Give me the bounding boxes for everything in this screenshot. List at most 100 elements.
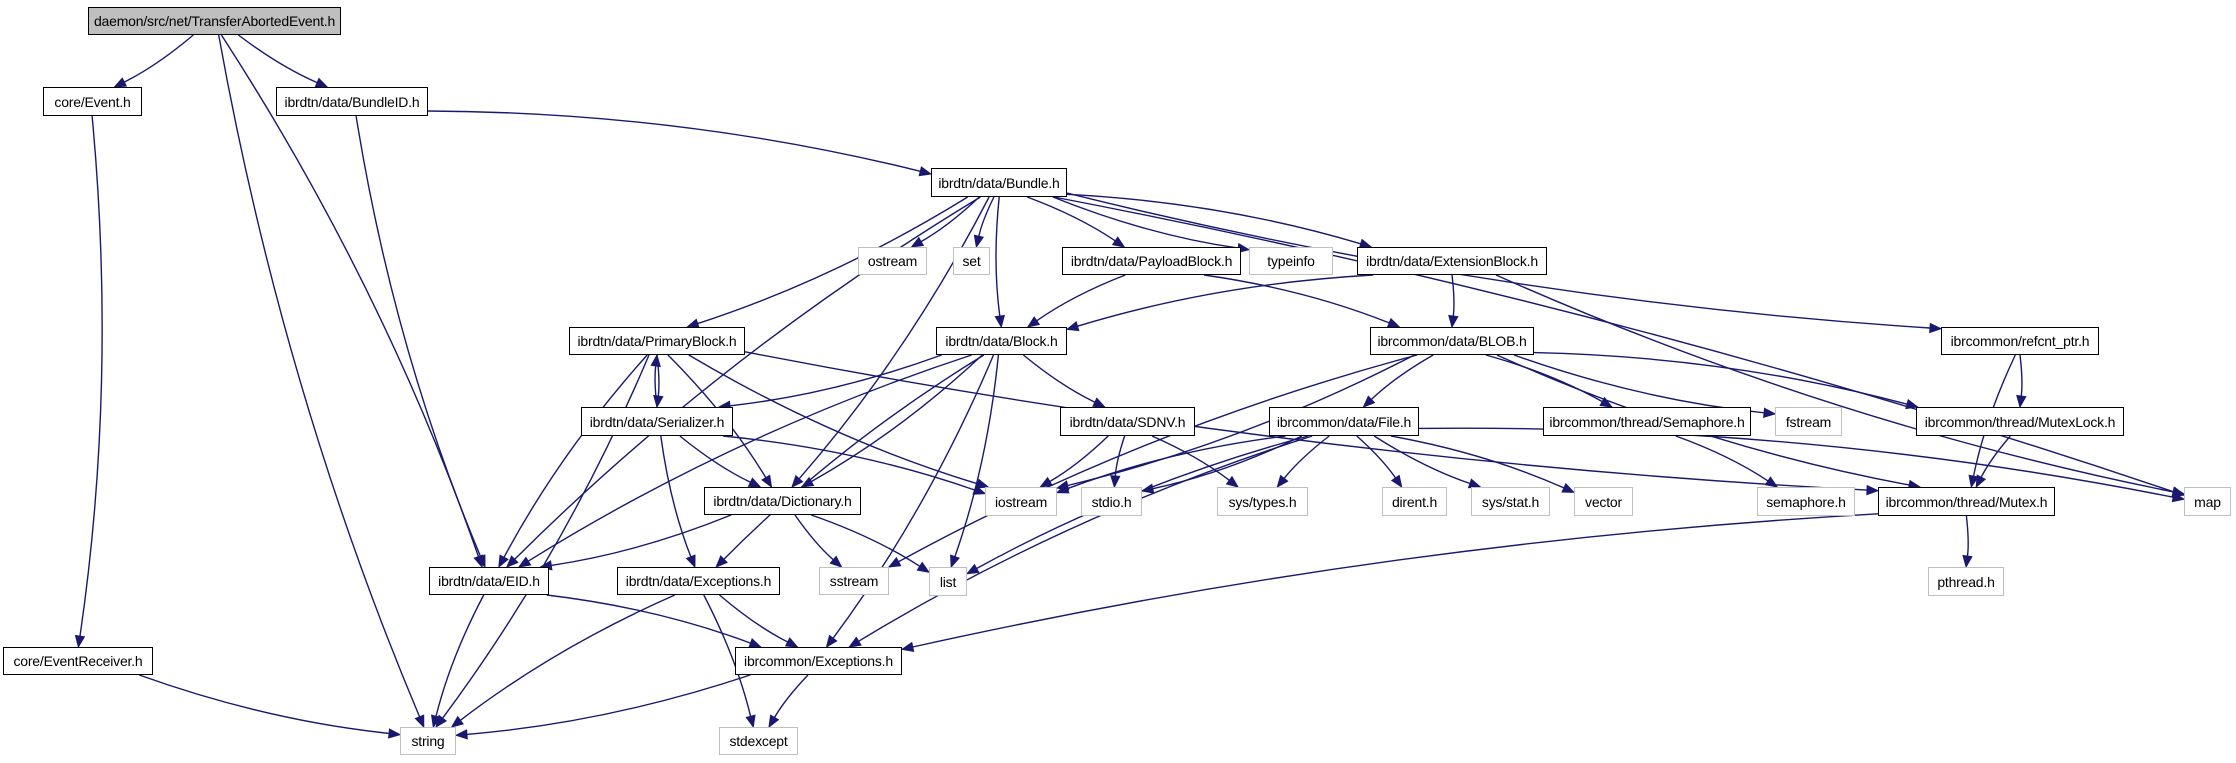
edge-bundle-to-eid	[514, 196, 981, 560]
edge-blob-to-semaphore	[1485, 354, 1603, 403]
arrowhead-icon	[918, 166, 933, 177]
node-typeinfo: typeinfo	[1249, 247, 1333, 275]
node-eventreceiver[interactable]: core/EventReceiver.h	[3, 647, 153, 675]
node-bundleid[interactable]: ibrdtn/data/BundleID.h	[276, 87, 428, 116]
arrowhead-icon	[715, 555, 728, 568]
edge-sdnv-to-stdio	[1114, 435, 1126, 477]
edge-blob-to-sstream	[898, 354, 1418, 563]
edge-commonexceptions-to-string	[466, 674, 751, 736]
edge-mutex-to-pthread	[1965, 515, 1969, 557]
node-ostream: ostream	[858, 247, 927, 275]
edge-serializer-to-primaryblock	[654, 365, 658, 408]
edge-file-to-map	[1418, 427, 2174, 498]
edge-root-to-string	[218, 34, 421, 718]
arrowhead-icon	[1905, 398, 1919, 410]
arrowhead-icon	[887, 556, 902, 568]
edge-file-to-systypes	[1283, 435, 1330, 479]
arrowhead-icon	[975, 478, 990, 489]
edge-serializer-to-iostream	[722, 435, 975, 491]
edge-dataexceptions-to-stdexcept	[703, 594, 752, 717]
arrowhead-icon	[900, 641, 915, 653]
edge-payloadblock-to-block	[1036, 274, 1126, 322]
node-serializer[interactable]: ibrdtn/data/Serializer.h	[581, 407, 733, 436]
arrowhead-icon	[454, 729, 468, 740]
arrowhead-icon	[1386, 317, 1401, 328]
node-sdnv[interactable]: ibrdtn/data/SDNV.h	[1060, 407, 1195, 436]
arrowhead-icon	[910, 236, 925, 248]
node-extensionblock[interactable]: ibrdtn/data/ExtensionBlock.h	[1357, 247, 1547, 275]
node-bundle[interactable]: ibrdtn/data/Bundle.h	[931, 168, 1067, 197]
node-file[interactable]: ibrcommon/data/File.h	[1269, 407, 1419, 436]
arrowhead-icon	[747, 477, 762, 488]
edge-sdnv-to-systypes	[1151, 435, 1230, 481]
arrowhead-icon	[916, 561, 931, 574]
edge-bundleid-to-eid	[355, 115, 482, 558]
edge-payloadblock-to-blob	[1204, 274, 1390, 324]
node-dirent: dirent.h	[1382, 487, 1447, 516]
edge-serializer-to-dataexceptions	[660, 435, 692, 558]
arrowhead-icon	[1276, 474, 1289, 489]
arrowhead-icon	[1448, 314, 1459, 329]
node-blob[interactable]: ibrcommon/data/BLOB.h	[1370, 327, 1534, 355]
arrowhead-icon	[1362, 395, 1376, 408]
edge-bundle-to-typeinfo	[1052, 196, 1239, 249]
edge-bundleid-to-bundle	[427, 110, 921, 172]
arrowhead-icon	[825, 634, 838, 649]
edge-bundle-to-refcnt	[1066, 192, 1931, 329]
edge-file-to-sysstat	[1373, 435, 1471, 485]
node-systypes: sys/types.h	[1217, 487, 1308, 516]
node-commonexceptions[interactable]: ibrcommon/Exceptions.h	[735, 647, 902, 675]
edge-dataexceptions-to-string	[459, 594, 676, 721]
edge-bundle-to-extensionblock	[1066, 193, 1361, 245]
edge-primaryblock-to-mutex	[744, 351, 1868, 491]
arrowhead-icon	[745, 714, 756, 729]
arrowhead-icon	[1975, 474, 1987, 489]
node-refcnt[interactable]: ibrcommon/refcnt_ptr.h	[1941, 327, 2099, 355]
arrowhead-icon	[761, 474, 773, 489]
node-root[interactable]: daemon/src/net/TransferAbortedEvent.h	[88, 7, 341, 35]
node-eid[interactable]: ibrdtn/data/EID.h	[429, 567, 549, 595]
node-fstream: fstream	[1775, 407, 1842, 436]
arrowhead-icon	[848, 636, 862, 648]
node-dictionary[interactable]: ibrdtn/data/Dictionary.h	[704, 487, 861, 515]
edge-root-to-event	[123, 34, 194, 83]
edge-extensionblock-to-blob	[1451, 274, 1455, 317]
edge-file-to-dirent	[1356, 435, 1397, 479]
arrowhead-icon	[1055, 483, 1070, 494]
arrowhead-icon	[791, 474, 804, 488]
edge-bundle-to-set	[978, 196, 995, 237]
edge-block-to-sdnv	[1022, 354, 1096, 403]
edge-semaphore-to-semaphore_h	[1675, 435, 1769, 482]
arrowhead-icon	[2171, 491, 2186, 503]
node-mutexlock[interactable]: ibrcommon/thread/MutexLock.h	[1916, 407, 2124, 436]
node-primaryblock[interactable]: ibrdtn/data/PrimaryBlock.h	[569, 327, 745, 355]
edge-blob-to-mutexlock	[1533, 351, 1908, 405]
arrowhead-icon	[475, 554, 486, 569]
arrowhead-icon	[1764, 476, 1779, 488]
edge-blob-to-file	[1370, 354, 1434, 400]
node-dataexceptions[interactable]: ibrdtn/data/Exceptions.h	[617, 567, 780, 595]
edge-file-to-vector	[1390, 435, 1565, 489]
edge-eid-to-string	[435, 594, 485, 717]
edge-event-to-eventreceiver	[79, 115, 103, 637]
edge-block-to-dataexceptions	[723, 354, 985, 560]
arrowhead-icon	[1929, 322, 1943, 334]
edge-refcnt-to-mutexlock	[2019, 354, 2023, 397]
node-semaphore[interactable]: ibrcommon/thread/Semaphore.h	[1543, 407, 1751, 436]
node-event[interactable]: core/Event.h	[43, 87, 142, 116]
arrowhead-icon	[1039, 476, 1053, 488]
arrowhead-icon	[430, 714, 442, 729]
edge-mutexlock-to-mutex	[1980, 435, 2011, 478]
node-payloadblock[interactable]: ibrdtn/data/PayloadBlock.h	[1062, 247, 1241, 275]
node-mutex[interactable]: ibrcommon/thread/Mutex.h	[1878, 487, 2055, 516]
edge-block-to-commonexceptions	[832, 354, 995, 639]
edge-bundle-to-map	[1053, 196, 2174, 493]
edge-dataexceptions-to-commonexceptions	[719, 594, 789, 643]
node-sysstat: sys/stat.h	[1471, 487, 1550, 516]
edge-extensionblock-to-map	[1495, 274, 2174, 493]
node-stdexcept: stdexcept	[719, 727, 798, 755]
node-block[interactable]: ibrdtn/data/Block.h	[936, 327, 1067, 355]
edge-blob-to-iostream	[1067, 354, 1415, 487]
arrowhead-icon	[74, 634, 86, 649]
arrowhead-icon	[784, 637, 799, 648]
